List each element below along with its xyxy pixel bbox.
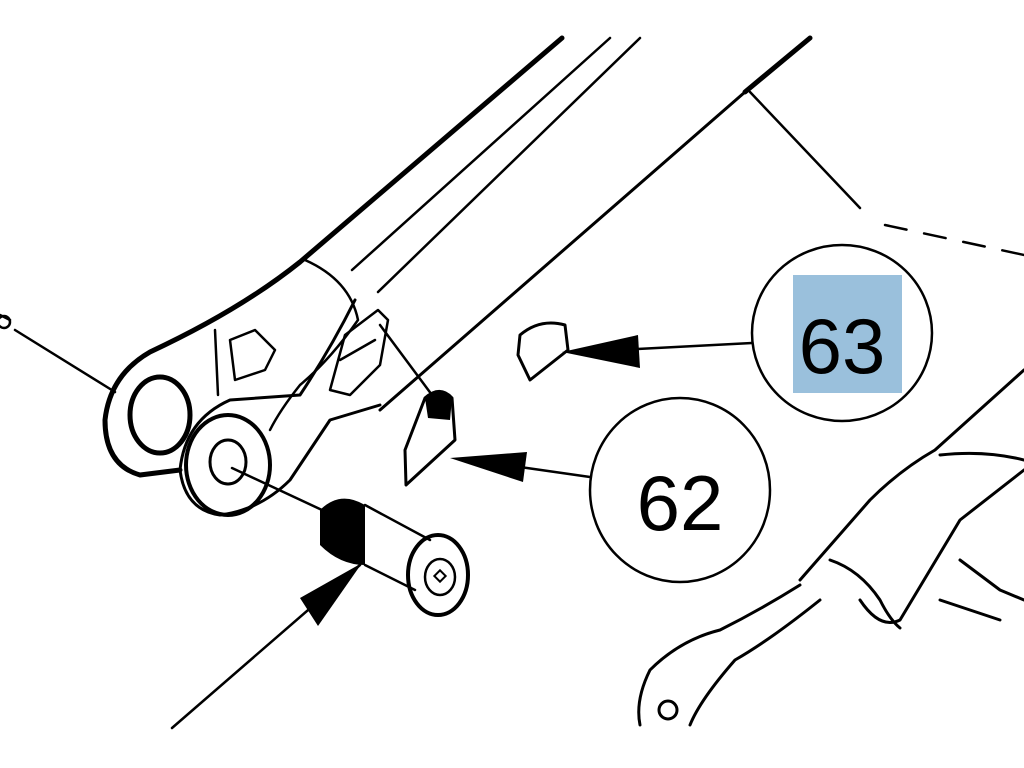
callout-label-62[interactable]: 62 [637,459,724,547]
seat-tube [378,35,1024,412]
chainstay [637,368,1024,727]
frame-arm [102,35,642,517]
pivot-bolt [320,498,470,617]
pivot-hole [127,374,193,456]
part-63 [516,321,570,382]
callout-62[interactable]: 62 [588,396,772,584]
axle-line [0,313,434,512]
leader-arrow-63 [562,335,754,368]
callout-label-63[interactable]: 63 [799,302,886,390]
part-62 [403,390,457,487]
callout-63[interactable]: 63 [750,243,934,423]
leader-arrow-62 [450,452,592,482]
leader-arrow-bolt [170,563,362,730]
text-selection-highlight [793,275,902,393]
